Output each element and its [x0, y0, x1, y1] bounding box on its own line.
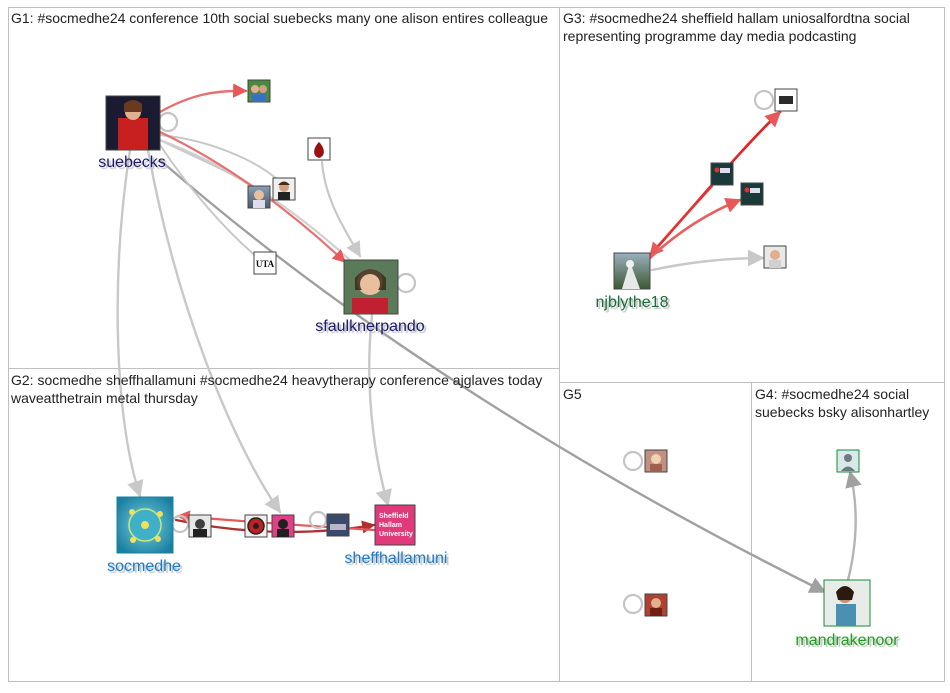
- node-g5-a[interactable]: [644, 449, 668, 473]
- label-mandrakenoor[interactable]: mandrakenoor: [795, 632, 899, 649]
- node-njblythe18[interactable]: [613, 252, 651, 290]
- node-g2-d[interactable]: [326, 513, 350, 537]
- node-g3-top[interactable]: [774, 88, 798, 112]
- edge-suebecks-woman-b: [159, 134, 279, 181]
- node-g1-couple[interactable]: [247, 79, 271, 103]
- edge-mandrakenoor-avatar: [845, 470, 862, 582]
- group-box-g5: [559, 382, 752, 682]
- svg-text:University: University: [379, 531, 413, 538]
- edge-suebecks-badge: [146, 148, 282, 514]
- caption-g4: G4: #socmedhe24 social suebecks bsky ali…: [755, 386, 930, 420]
- node-g5-b[interactable]: [644, 593, 668, 617]
- edge-suebecks-mandrakenoor: [158, 158, 827, 594]
- edge-njblythe-man: [650, 249, 765, 272]
- caption-g2: G2: socmedhe sheffhallamuni #socmedhe24 …: [11, 372, 543, 406]
- edge-flame-sfaulkner: [320, 160, 362, 258]
- node-g2-a[interactable]: [188, 514, 212, 538]
- node-g2-c[interactable]: [271, 514, 295, 538]
- caption-g3: G3: #socmedhe24 sheffield hallam uniosal…: [563, 10, 910, 44]
- node-suebecks[interactable]: [105, 95, 161, 151]
- edge-suebecks-uta: [159, 144, 259, 259]
- label-njblythe18[interactable]: njblythe18: [595, 294, 669, 311]
- node-g2-b[interactable]: [244, 514, 268, 538]
- self-loop-g2d: [308, 510, 328, 530]
- node-mandrakenoor[interactable]: [823, 579, 871, 627]
- edge-suebecks-couple: [158, 83, 248, 114]
- svg-text:Hallam: Hallam: [379, 522, 402, 529]
- label-sheffhallamuni[interactable]: sheffhallamuni: [344, 550, 448, 567]
- label-sfaulknerpando[interactable]: sfaulknerpando: [315, 318, 425, 335]
- node-g1-woman-b[interactable]: [272, 177, 296, 201]
- node-sfaulknerpando[interactable]: [343, 259, 399, 315]
- caption-g1: G1: #socmedhe24 conference 10th social s…: [11, 10, 548, 26]
- edge-sfaulkner-sheffhallam: [368, 313, 392, 507]
- label-suebecks[interactable]: suebecks: [98, 154, 166, 171]
- node-g1-woman-a[interactable]: [247, 185, 271, 209]
- self-loop-g3-top: [753, 89, 775, 111]
- self-loop-g5-a: [622, 450, 644, 472]
- self-loop-sfaulkner: [395, 272, 417, 294]
- node-g1-flame[interactable]: [307, 137, 331, 161]
- label-socmedhe[interactable]: socmedhe: [107, 558, 181, 575]
- node-g3-mid-a[interactable]: [710, 162, 734, 186]
- svg-text:Sheffield: Sheffield: [379, 513, 409, 520]
- node-socmedhe[interactable]: [116, 496, 174, 554]
- node-g4-avatar[interactable]: [836, 449, 860, 473]
- node-g3-mid-b[interactable]: [740, 182, 764, 206]
- node-g3-man[interactable]: [763, 245, 787, 269]
- node-sheffhallamuni[interactable]: Sheffield Hallam University: [374, 504, 416, 546]
- group-box-g4: [751, 382, 945, 682]
- node-g1-uta[interactable]: UTA: [253, 251, 277, 275]
- edge-suebecks-socmedhe: [116, 148, 144, 498]
- self-loop-socmedhe: [170, 514, 190, 534]
- self-loop-g5-b: [622, 593, 644, 615]
- edge-mida-njblythe: [648, 184, 714, 258]
- self-loop-suebecks: [157, 111, 179, 133]
- svg-text:UTA: UTA: [256, 259, 275, 269]
- caption-g5: G5: [563, 386, 582, 402]
- edge-njblythe-midb: [648, 197, 742, 260]
